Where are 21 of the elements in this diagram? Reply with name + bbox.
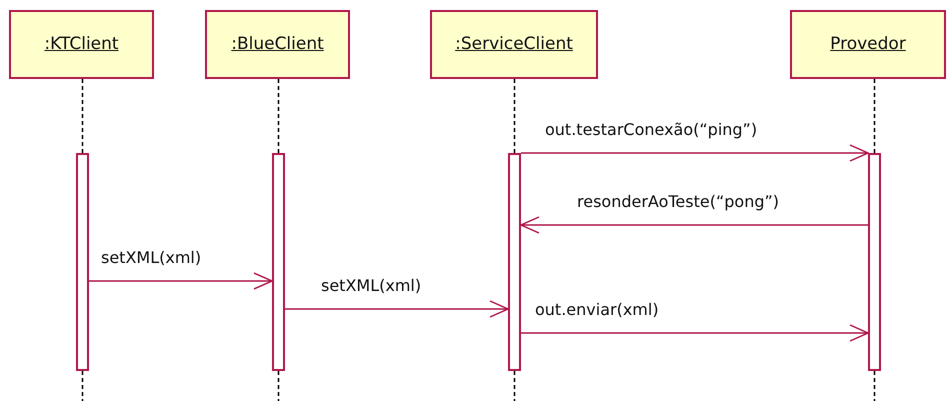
message-arrow — [521, 324, 869, 342]
activation-bar — [76, 153, 89, 371]
participant-box — [790, 10, 946, 79]
message-arrow — [285, 300, 509, 318]
lifeline — [514, 79, 516, 153]
activation-bar — [272, 153, 285, 371]
participant-box — [9, 10, 154, 79]
message-arrow — [520, 216, 868, 234]
participant-name: :ServiceClient — [455, 32, 573, 56]
message-arrow — [521, 144, 869, 162]
message-arrow — [89, 272, 273, 290]
participant-name: :KTClient — [44, 32, 119, 56]
participant-name: :BlueClient — [231, 32, 324, 56]
activation-bar — [508, 153, 521, 371]
participant-name: Provedor — [830, 32, 906, 56]
lifeline — [874, 79, 876, 153]
lifeline — [278, 79, 280, 153]
activation-bar — [868, 153, 881, 371]
participant-box — [205, 10, 350, 79]
lifeline — [82, 79, 84, 153]
participant-box — [430, 10, 598, 79]
